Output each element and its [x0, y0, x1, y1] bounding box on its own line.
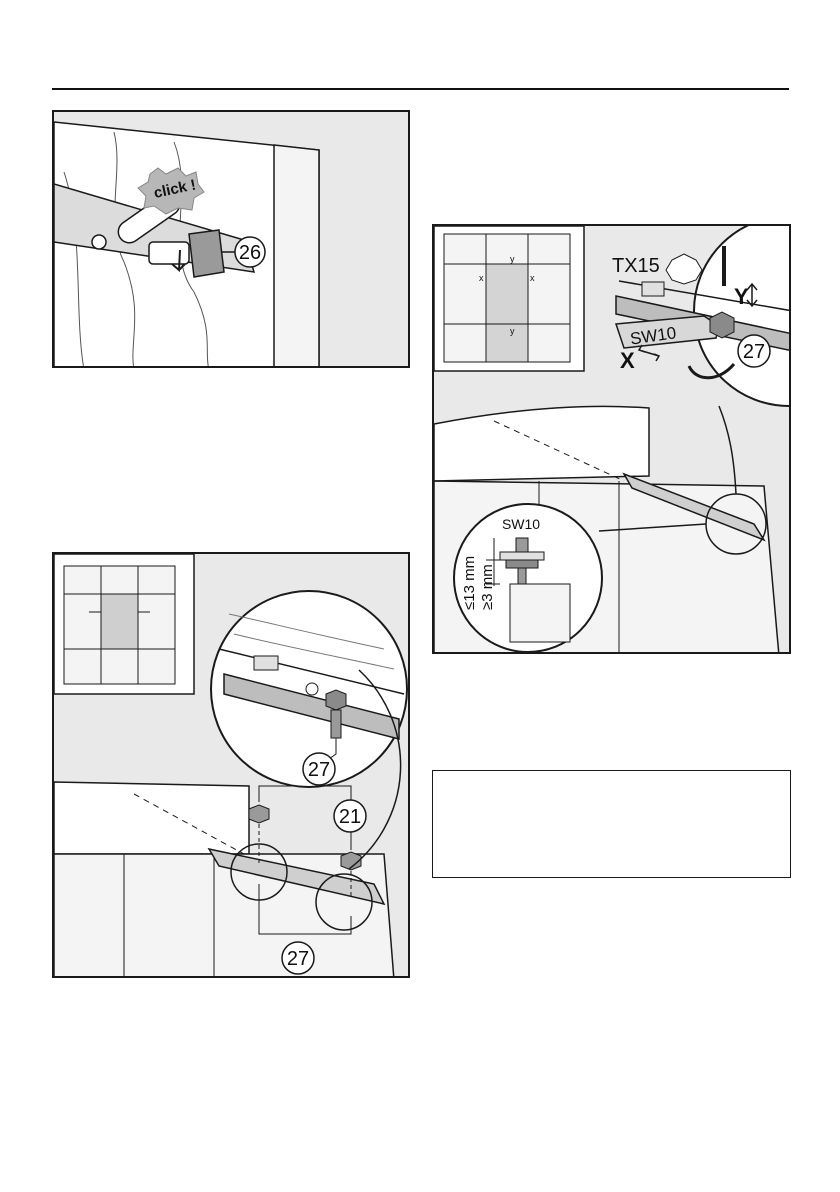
axis-y-label: Y — [734, 284, 749, 309]
inset-x-label: x — [479, 273, 484, 283]
callout-number: 27 — [287, 948, 309, 970]
inset-x-label: x — [530, 273, 535, 283]
figure-hinge-nuts: 27 21 27 — [52, 552, 410, 978]
dimension-max: ≤13 mm — [461, 556, 478, 610]
torx-label: TX15 — [612, 255, 660, 277]
figure-clip-attach: click ! 26 — [52, 110, 410, 368]
callout-number: 26 — [239, 242, 261, 264]
callout-number: 27 — [308, 759, 330, 781]
note-box — [432, 770, 791, 878]
header-rule — [52, 88, 789, 90]
inset-y-label: y — [510, 254, 515, 264]
callout-number: 27 — [743, 341, 765, 363]
axis-x-label: X — [620, 348, 635, 373]
detail-wrench-label: SW10 — [502, 516, 540, 532]
inset-y-label: y — [510, 326, 515, 336]
callout-number: 21 — [339, 806, 361, 828]
dimension-min: ≥3 mm — [479, 564, 496, 610]
figure-adjust-hinge: y x x y TX15 SW10 Y X 27 SW10 — [432, 224, 791, 654]
